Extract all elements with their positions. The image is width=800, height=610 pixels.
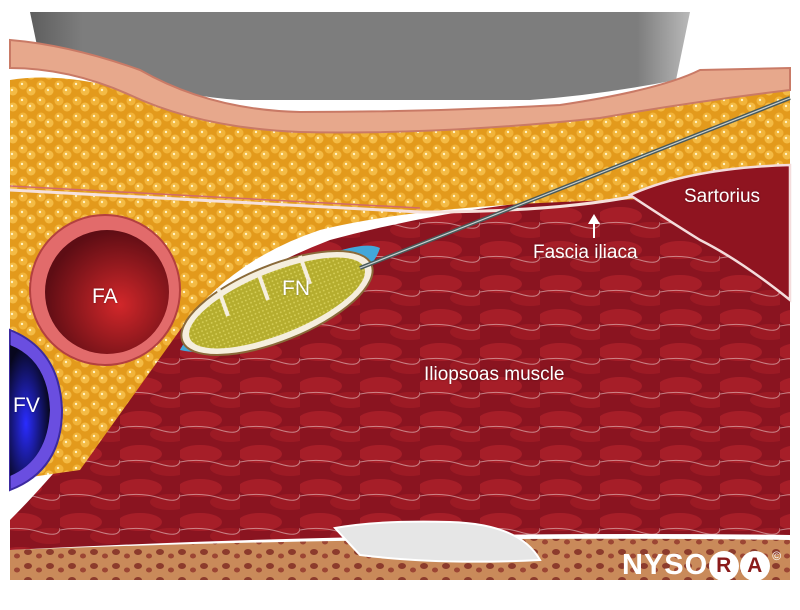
label-iliopsoas: Iliopsoas muscle: [424, 364, 565, 385]
logo-circle-a: A: [740, 550, 771, 581]
nysora-logo: NYSO R A ©: [622, 549, 782, 582]
label-femoral-vein: FV: [13, 394, 40, 417]
subcutaneous-fat: [10, 77, 790, 480]
logo-circle-r: R: [709, 550, 740, 581]
femoral-vein: [9, 328, 64, 492]
anesthetic-spread: [333, 520, 542, 563]
label-sartorius: Sartorius: [684, 186, 761, 207]
femoral-nerve: [180, 245, 380, 356]
femoral-artery: [29, 214, 181, 366]
sartorius-muscle: [627, 163, 792, 303]
label-femoral-nerve: FN: [282, 277, 310, 300]
label-femoral-artery: FA: [92, 285, 118, 308]
label-fascia-iliaca: Fascia iliaca: [533, 242, 638, 263]
copyright-mark: ©: [772, 549, 783, 563]
iliopsoas-muscle: [10, 195, 790, 550]
logo-text: NYSO: [622, 549, 709, 581]
ultrasound-probe: [30, 12, 690, 100]
skin-layer: [9, 38, 791, 134]
fascia-iliaca-arrow: [588, 214, 600, 238]
